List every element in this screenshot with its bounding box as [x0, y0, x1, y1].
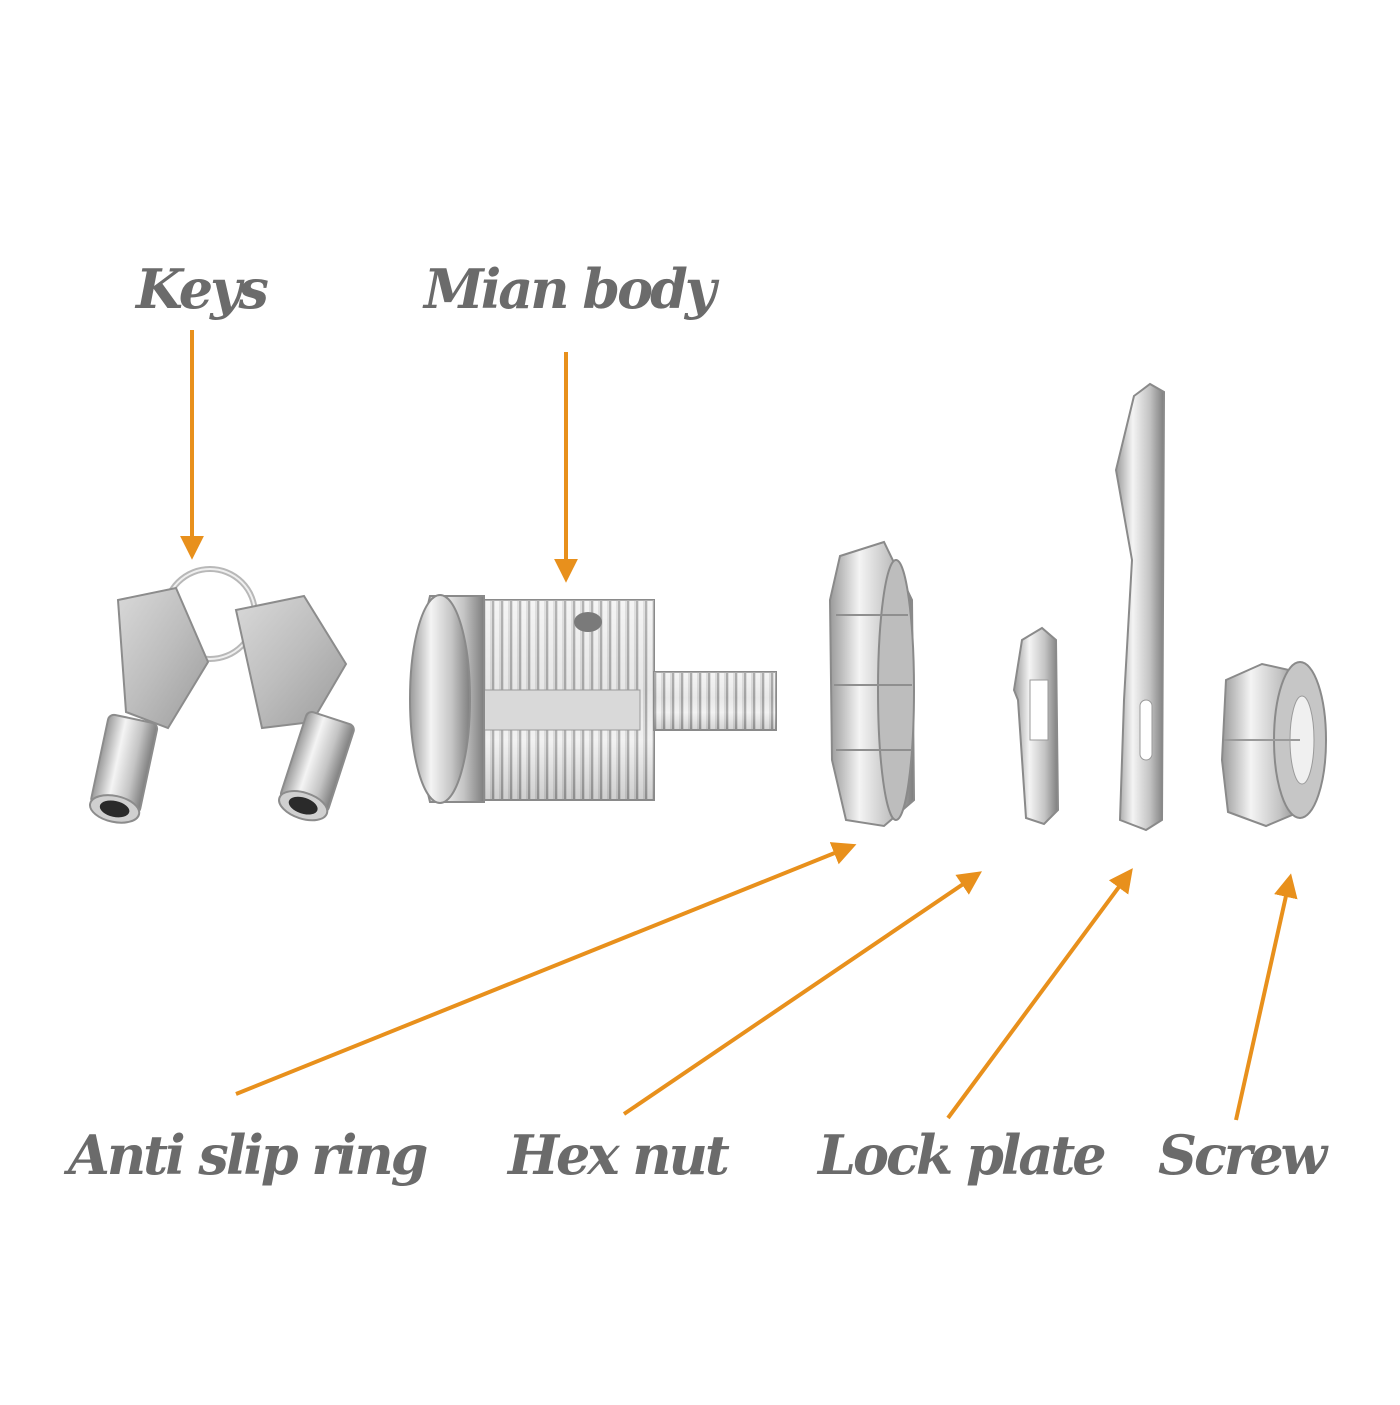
arrow-anti-slip-ring [235, 842, 857, 1096]
hex-nut-illustration [1012, 626, 1060, 826]
screw-illustration [1220, 661, 1327, 828]
arrow-screw [1234, 873, 1298, 1121]
anti-slip-ring-illustration [828, 540, 916, 828]
label-screw: Screw [1158, 1123, 1327, 1187]
lock-plate-illustration [1114, 382, 1166, 832]
arrow-lock-plate [946, 868, 1133, 1120]
label-keys: Keys [136, 257, 269, 321]
arrow-hex-nut [622, 871, 982, 1116]
keys-illustration [89, 566, 355, 824]
label-lock-plate: Lock plate [818, 1123, 1107, 1187]
arrows [180, 330, 1298, 1121]
label-main-body: Mian body [424, 257, 716, 321]
label-hex-nut: Hex nut [508, 1123, 730, 1187]
label-anti-slip-ring: Anti slip ring [68, 1123, 428, 1187]
main-body-illustration [409, 594, 777, 804]
